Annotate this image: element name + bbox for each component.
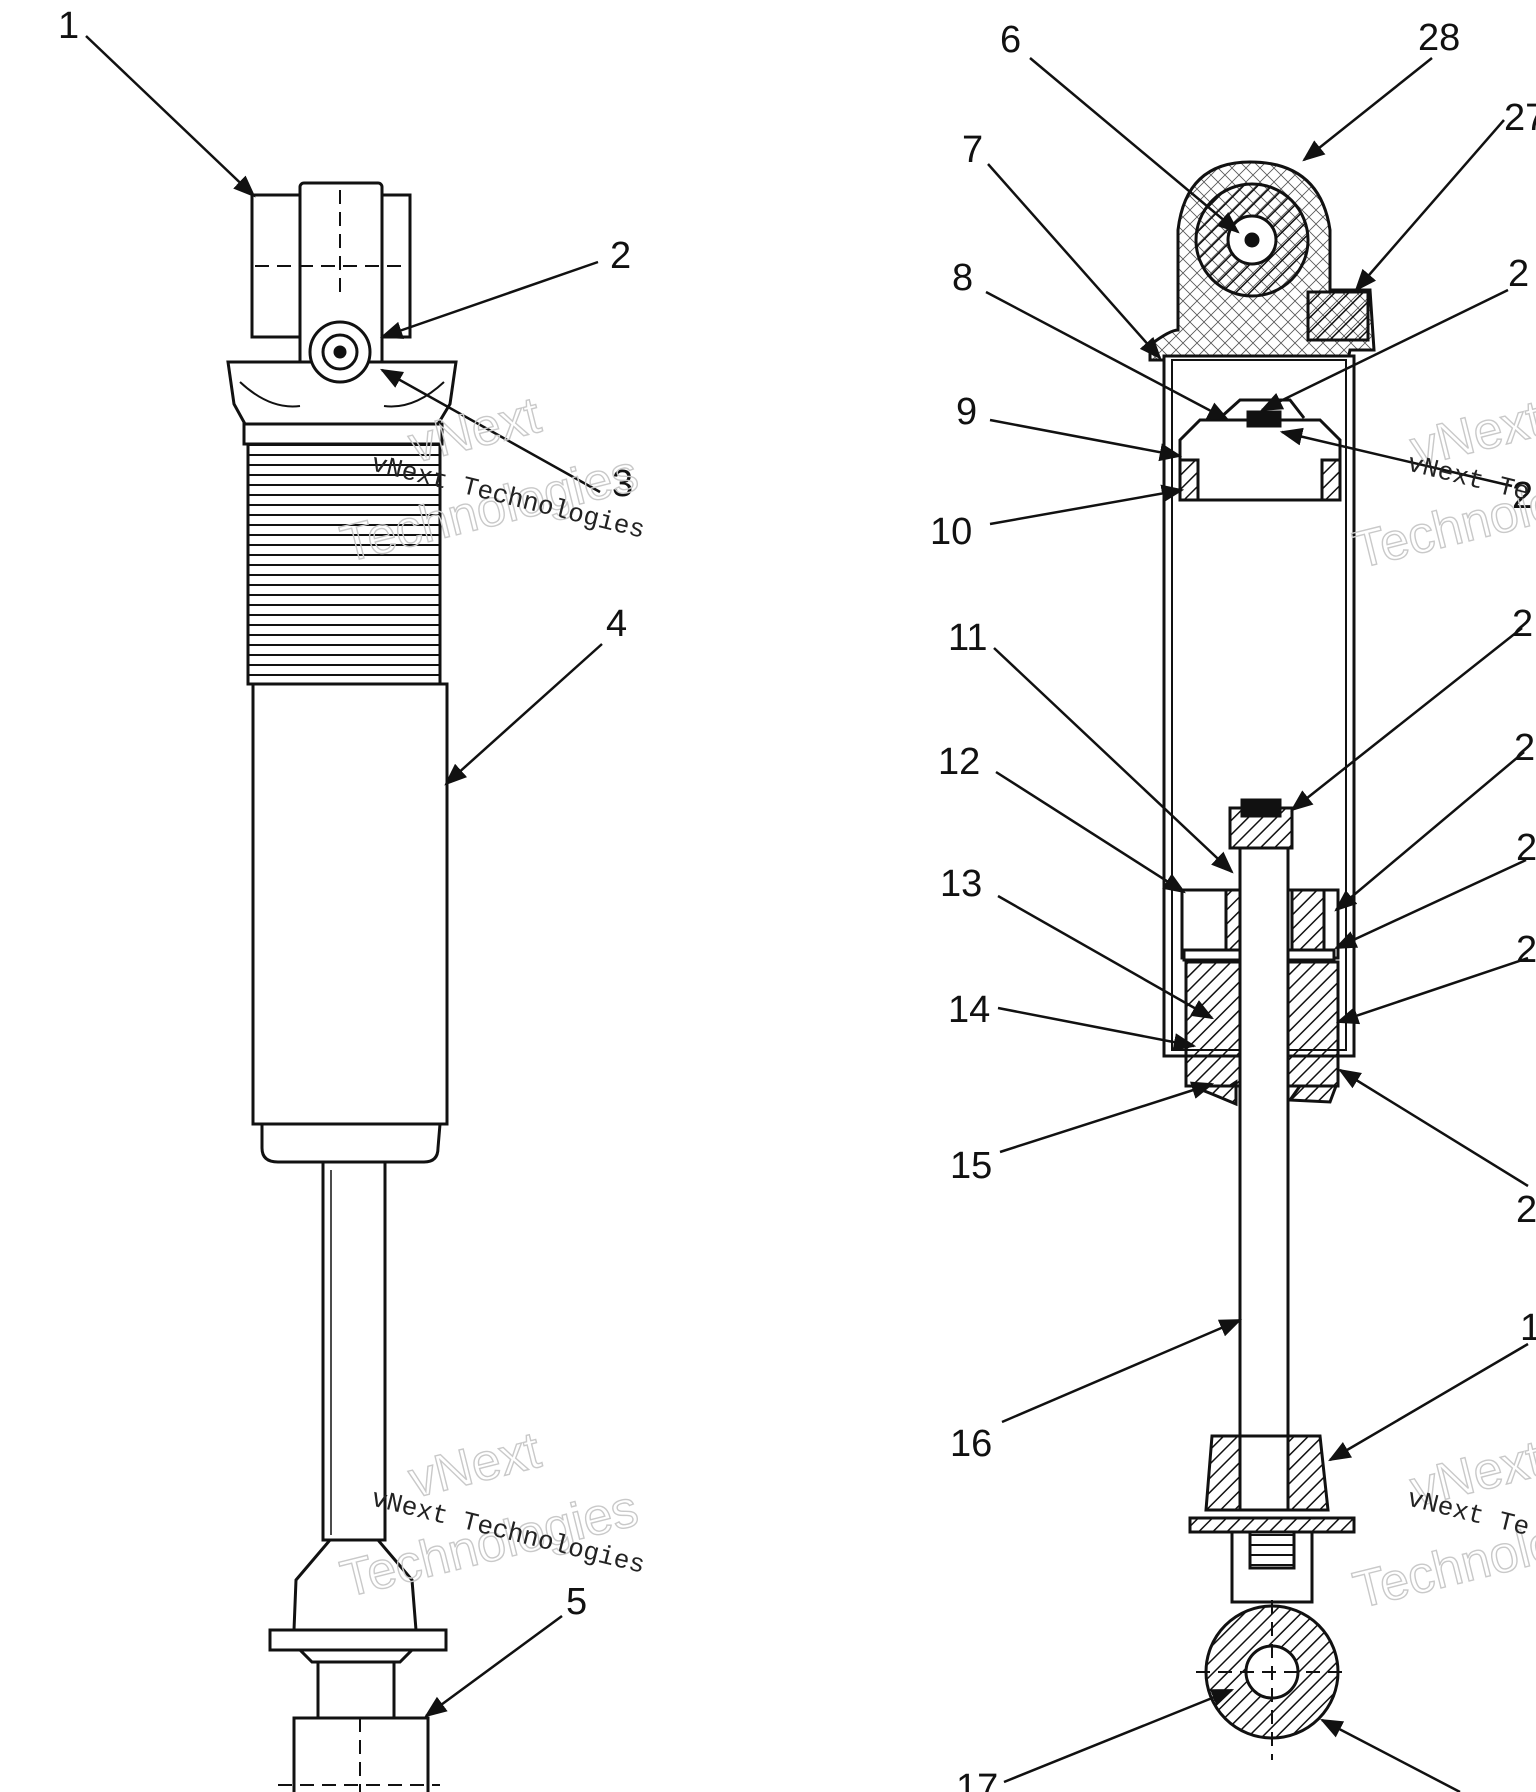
callout: 2 bbox=[1516, 929, 1536, 971]
callout: 6 bbox=[1000, 19, 1021, 61]
callout: 27 bbox=[1504, 97, 1536, 139]
callout: 3 bbox=[612, 463, 633, 505]
callout: 2 bbox=[1508, 253, 1529, 295]
callout: 8 bbox=[952, 257, 973, 299]
callouts: 1 2 3 4 5 6 28 7 8 9 10 11 12 13 14 15 1… bbox=[58, 5, 1536, 1792]
callout: 7 bbox=[962, 129, 983, 171]
callout: 2 bbox=[1512, 603, 1533, 645]
left-external-view bbox=[226, 181, 458, 1792]
leader-lines bbox=[85, 35, 1529, 1792]
callout: 16 bbox=[950, 1423, 992, 1465]
callout: 2 bbox=[1512, 475, 1533, 517]
callout: 10 bbox=[930, 511, 972, 553]
callout: 1 bbox=[58, 5, 79, 47]
callout: 28 bbox=[1418, 17, 1460, 59]
callout: 9 bbox=[956, 391, 977, 433]
shock-body bbox=[251, 682, 449, 1126]
callout: 13 bbox=[940, 863, 982, 905]
threaded-body bbox=[246, 442, 442, 686]
callout: 2 bbox=[1516, 1189, 1536, 1231]
callout: 4 bbox=[606, 603, 627, 645]
callout: 2 bbox=[1516, 827, 1536, 869]
right-cutaway-view bbox=[1148, 160, 1376, 1760]
callout: 17 bbox=[956, 1767, 998, 1792]
callout: 1 bbox=[1520, 1307, 1536, 1349]
callout: 2 bbox=[1514, 727, 1535, 769]
callout: 12 bbox=[938, 741, 980, 783]
callout: 15 bbox=[950, 1145, 992, 1187]
floating-piston bbox=[1178, 418, 1342, 502]
cutaway-shaft bbox=[1238, 846, 1290, 1450]
callout: 11 bbox=[948, 617, 987, 659]
callout: 2 bbox=[610, 235, 631, 277]
callout: 14 bbox=[948, 989, 990, 1031]
callout: 5 bbox=[566, 1581, 587, 1623]
